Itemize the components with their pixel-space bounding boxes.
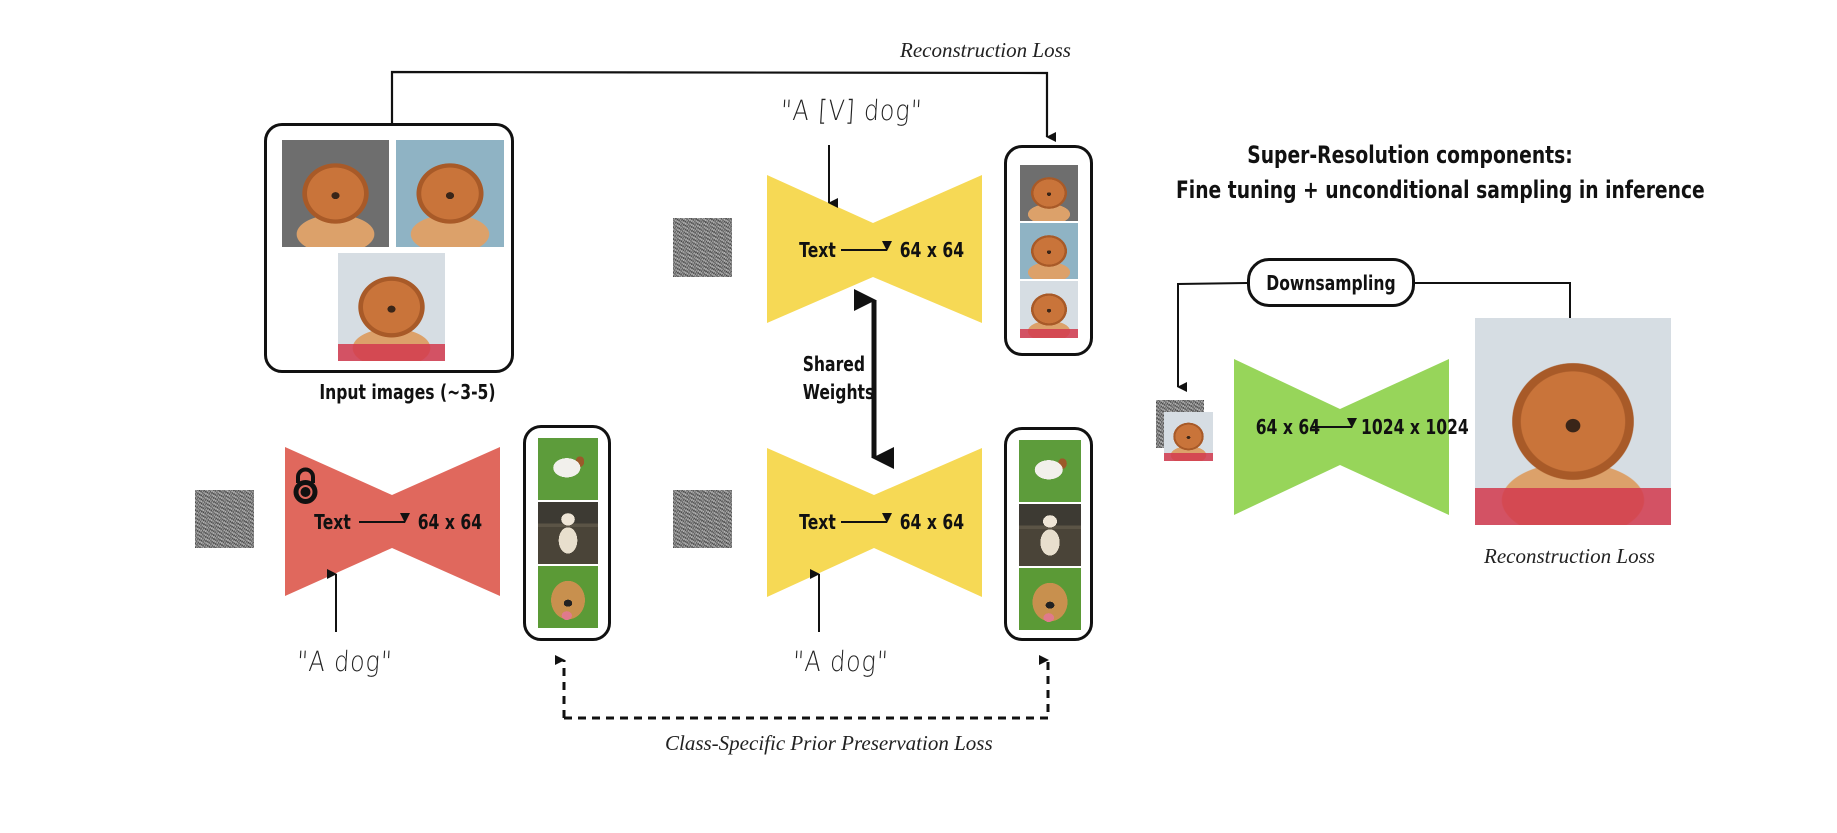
- prior-preservation-connector-right: [564, 655, 1050, 720]
- noise-input-subject: [673, 218, 732, 277]
- subject-output-photo-2: [1020, 223, 1078, 279]
- prior-preservation-loss-label: Class-Specific Prior Preservation Loss: [665, 731, 993, 755]
- subject-output-filmstrip: [1004, 145, 1093, 356]
- subject-model-output-label: 64 x 64: [899, 238, 965, 262]
- top-reconstruction-loss-label: Reconstruction Loss: [900, 38, 1071, 62]
- reconstruction-loss-connector: [390, 70, 1056, 142]
- sr-model-input-label: 64 x 64: [1255, 415, 1321, 439]
- class-output-photo-3: [1019, 568, 1081, 630]
- frozen-output-photo-2: [538, 502, 598, 564]
- subject-model-input-label: Text: [799, 238, 836, 262]
- downsampling-connector-right: [1415, 282, 1571, 318]
- frozen-model-input-label: Text: [314, 510, 351, 534]
- shared-weights-line2: Weights: [802, 380, 875, 404]
- sr-reconstruction-loss-label: Reconstruction Loss: [1484, 544, 1655, 568]
- sr-model-output-label: 1024 x 1024: [1361, 415, 1469, 439]
- input-photo-forest: [282, 140, 389, 247]
- downsampling-connector-left: [1177, 282, 1248, 392]
- noise-input-class: [673, 490, 732, 548]
- class-output-photo-1: [1019, 440, 1081, 502]
- lock-icon: [292, 467, 319, 505]
- class-model-input-label: Text: [799, 510, 836, 534]
- shared-weights-label: Shared Weights: [802, 350, 875, 406]
- subject-output-photo-1: [1020, 165, 1078, 221]
- input-photo-porch: [338, 253, 445, 361]
- shared-weights-line1: Shared: [802, 352, 866, 376]
- class-output-photo-2: [1019, 504, 1081, 566]
- super-resolution-title-line1: Super-Resolution components:: [1247, 141, 1573, 169]
- class-prompt-right: "A dog": [791, 645, 890, 678]
- sr-high-res-photo: [1475, 318, 1671, 525]
- input-images-box: [264, 123, 514, 373]
- frozen-output-filmstrip: [523, 425, 611, 641]
- class-prompt-left: "A dog": [295, 645, 394, 678]
- sr-low-res-input-photo: [1164, 412, 1213, 461]
- super-resolution-title-line2: Fine tuning + unconditional sampling in …: [1176, 176, 1705, 204]
- frozen-model-output-label: 64 x 64: [417, 510, 483, 534]
- frozen-output-photo-3: [538, 566, 598, 628]
- class-model-output-label: 64 x 64: [899, 510, 965, 534]
- downsampling-box: Downsampling: [1247, 258, 1415, 307]
- frozen-output-photo-1: [538, 438, 598, 500]
- input-photo-car-window: [396, 140, 504, 247]
- subject-output-photo-3: [1020, 281, 1078, 338]
- noise-input-frozen: [195, 490, 254, 548]
- class-output-filmstrip: [1004, 427, 1093, 641]
- super-resolution-model-bowtie: [1234, 359, 1449, 515]
- downsampling-label: Downsampling: [1266, 270, 1396, 295]
- input-images-caption: Input images (~3-5): [319, 380, 496, 404]
- subject-prompt: "A [V] dog": [779, 94, 924, 127]
